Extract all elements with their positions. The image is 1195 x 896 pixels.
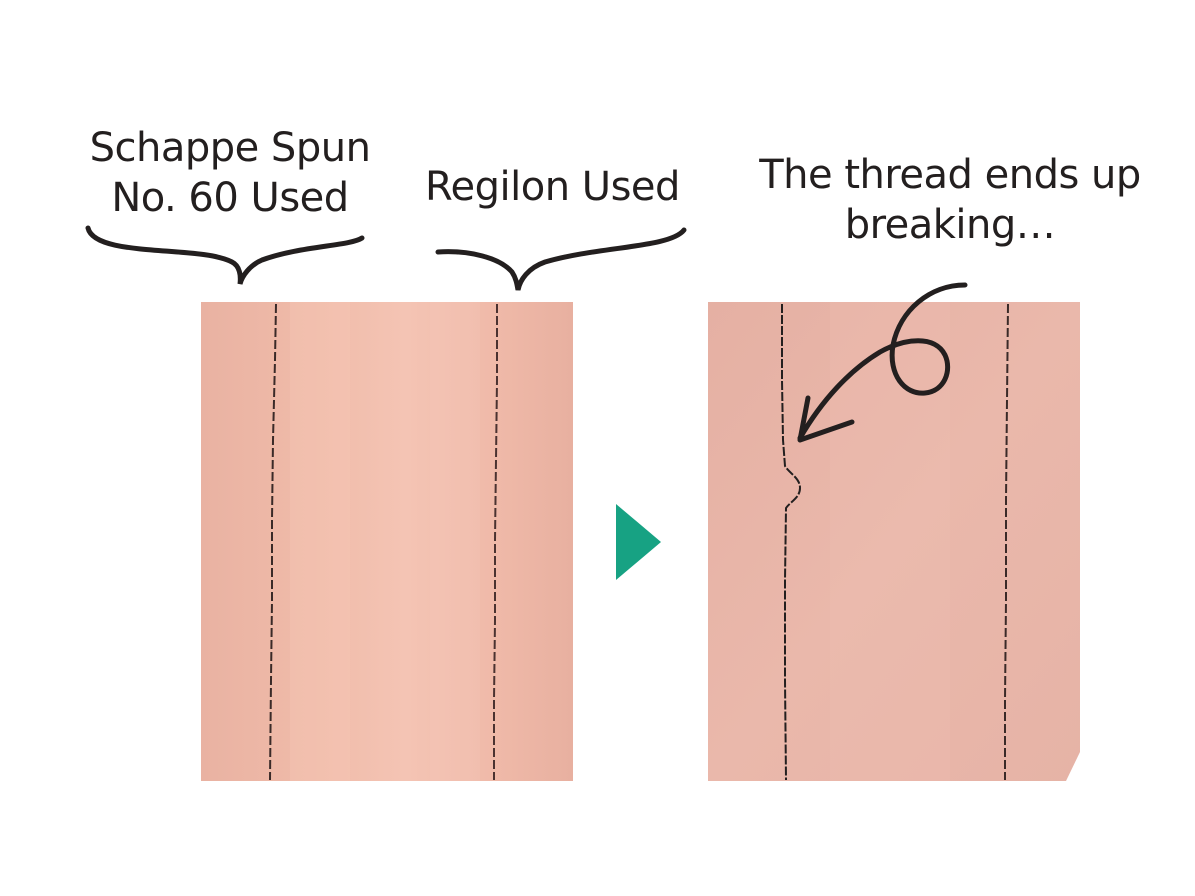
label-breaking-line-2: breaking… bbox=[844, 202, 1056, 248]
label-regilon: Regilon Used bbox=[405, 162, 700, 212]
stitch-line-regilon bbox=[493, 304, 498, 780]
brace-left bbox=[85, 225, 365, 285]
label-schappe-line-1: Schappe Spun bbox=[89, 125, 371, 171]
label-regilon-text: Regilon Used bbox=[425, 164, 680, 210]
stitch-line-intact bbox=[1004, 303, 1009, 780]
stitch-line-schappe bbox=[269, 303, 277, 781]
curly-arrow-icon bbox=[797, 282, 968, 443]
stitch-line-broken bbox=[781, 304, 802, 781]
brace-middle bbox=[435, 227, 687, 291]
label-breaking-line-1: The thread ends up bbox=[759, 152, 1141, 198]
label-thread-breaking: The thread ends up breaking… bbox=[740, 150, 1160, 250]
label-schappe-line-2: No. 60 Used bbox=[111, 175, 349, 221]
right-triangle-icon bbox=[616, 504, 661, 580]
fabric-swatch-left bbox=[201, 302, 573, 781]
label-schappe-spun: Schappe Spun No. 60 Used bbox=[70, 123, 390, 223]
